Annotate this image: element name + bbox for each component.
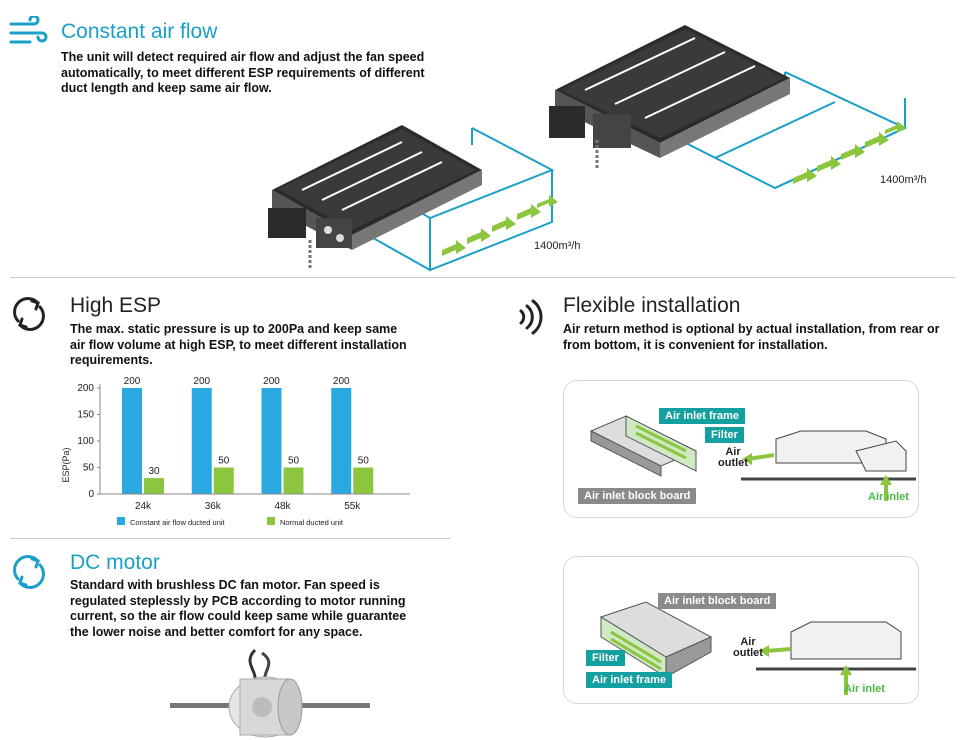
ducted-unit-illustration-2 (549, 25, 908, 190)
cycle-arrows-icon (13, 555, 45, 589)
bar-normal-55k (353, 467, 374, 494)
bar-value-label: 30 (148, 466, 160, 477)
x-tick-label: 55k (344, 501, 361, 512)
high-esp-description: The max. static pressure is up to 200Pa … (70, 322, 407, 367)
legend-label: Constant air flow ducted unit (130, 518, 226, 527)
bar-constant-air-flow-48k (261, 388, 282, 494)
air-inlet-frame-tag: Air inlet frame (586, 672, 672, 688)
y-tick-label: 100 (77, 436, 94, 447)
filter-tag: Filter (586, 650, 625, 666)
bar-normal-36k (213, 467, 234, 494)
air-inlet-label: Air inlet (868, 491, 909, 503)
filter-tag: Filter (705, 427, 744, 443)
bar-value-label: 200 (193, 376, 210, 387)
legend-swatch (267, 517, 275, 525)
constant-air-flow-title: Constant air flow (61, 20, 218, 43)
x-tick-label: 24k (135, 501, 152, 512)
dc-motor-description: Standard with brushless DC fan motor. Fa… (70, 578, 407, 639)
flexible-installation-description: Air return method is optional by actual … (563, 322, 940, 352)
bar-value-label: 200 (263, 376, 280, 387)
high-esp-title: High ESP (70, 294, 162, 317)
y-tick-label: 150 (77, 410, 94, 421)
air-inlet-label: Air inlet (844, 683, 885, 695)
ducted-unit-illustration-1 (268, 125, 558, 272)
bar-value-label: 200 (124, 376, 141, 387)
flow-rate-label-1: 1400m³/h (534, 240, 581, 252)
constant-air-flow-description: The unit will detect required air flow a… (61, 50, 425, 95)
bar-value-label: 50 (218, 456, 230, 467)
air-inlet-block-board-tag: Air inlet block board (578, 488, 697, 504)
bar-value-label: 50 (288, 456, 300, 467)
rear-return-diagram (589, 415, 916, 501)
air-inlet-block-board-tag: Air inlet block board (658, 593, 777, 609)
bottom-return-diagram-card: Air inlet block board Filter Air inlet f… (563, 556, 919, 704)
x-tick-label: 36k (205, 501, 222, 512)
y-tick-label: 200 (77, 383, 94, 394)
flow-rate-label-2: 1400m³/h (880, 174, 927, 186)
signal-waves-icon (519, 299, 543, 335)
dc-motor-image (170, 648, 370, 738)
section-divider-left (10, 538, 450, 539)
rear-return-diagram-card: Air inlet frame Filter Air inlet block b… (563, 380, 919, 518)
section-divider (10, 277, 955, 278)
dc-motor-title: DC motor (70, 551, 160, 574)
legend-swatch (117, 517, 125, 525)
bar-constant-air-flow-55k (331, 388, 352, 494)
wind-lines-icon (9, 16, 48, 44)
bar-value-label: 50 (358, 456, 370, 467)
x-tick-label: 48k (274, 501, 291, 512)
bar-value-label: 200 (333, 376, 350, 387)
air-inlet-frame-tag: Air inlet frame (659, 408, 745, 424)
cycle-arrows-icon (13, 297, 45, 331)
bar-constant-air-flow-24k (122, 388, 142, 494)
y-tick-label: 50 (83, 463, 95, 474)
esp-bar-chart: ESP(Pa) 0 50 100 150 200 200 30 24k 200 50 36k 200… (61, 376, 410, 527)
bar-normal-48k (283, 467, 304, 494)
air-outlet-label: Air outlet (718, 446, 748, 469)
air-outlet-label: Air outlet (733, 636, 763, 659)
legend-label: Normal ducted unit (280, 518, 344, 527)
bar-normal-24k (144, 478, 164, 494)
flexible-installation-title: Flexible installation (563, 294, 741, 317)
y-tick-label: 0 (88, 489, 94, 500)
y-axis-label: ESP(Pa) (61, 447, 71, 482)
bottom-return-diagram (599, 601, 916, 695)
bar-constant-air-flow-36k (191, 388, 212, 494)
